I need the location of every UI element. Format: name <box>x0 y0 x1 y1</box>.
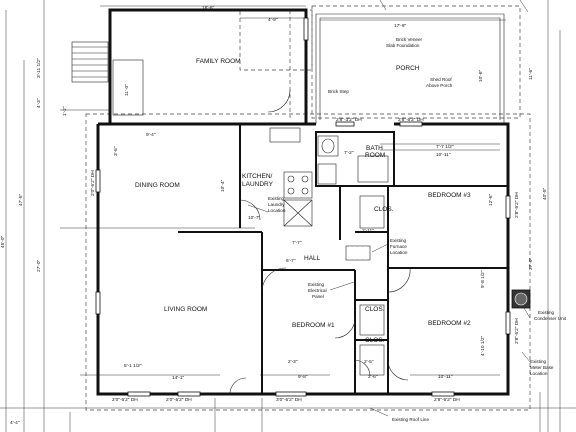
note-existing-meter-3: Location <box>530 371 548 376</box>
dim-1-2: 1'-2" <box>62 106 68 116</box>
room-label-bedroom-3: BEDROOM #3 <box>428 192 471 199</box>
dim-7-7: 7'-7" <box>292 240 302 246</box>
dim-window-living-1: 2'0"-5'2" DH <box>112 397 138 403</box>
kitchen-fixtures <box>269 127 337 227</box>
furnace <box>345 245 371 261</box>
interior-walls <box>178 124 508 394</box>
note-existing-laundry-3: Location <box>268 208 286 213</box>
room-label-family-room: FAMILY ROOM <box>196 58 241 65</box>
note-above-porch: Above Porch <box>426 83 453 88</box>
note-existing-electrical-1: Existing <box>308 282 325 287</box>
dim-9-4: 9'-4" <box>146 132 156 138</box>
dim-4-3: 4'-3" <box>36 98 42 108</box>
dim-window-bedroom-2b: 2'8"-5'2" DH <box>514 318 520 344</box>
dim-2-3: 2'-3" <box>288 359 298 365</box>
note-brick-veneer: Brick Veneer <box>396 37 423 42</box>
room-label-bath-room: ROOM <box>365 152 385 159</box>
note-existing-condenser-2: Condenser Unit <box>534 316 567 321</box>
dim-9-8: 9'-8" <box>298 374 308 380</box>
room-label-bedroom-1: BEDROOM #1 <box>292 322 335 329</box>
dim-window-right: 2'8"-5'2" DH <box>514 192 520 218</box>
dim-3-11-half: 3'-11 1/2" <box>36 58 42 78</box>
dim-5-1-half: 5'-1 1/2" <box>124 363 142 369</box>
dim-47-5: 47'-5" <box>18 193 24 206</box>
dim-4-4: 4'-4" <box>10 420 20 426</box>
note-existing-electrical-2: Electrical <box>308 288 327 293</box>
dim-10-6: 10'-6" <box>478 69 484 82</box>
note-existing-laundry-1: Existing <box>268 196 285 201</box>
dim-11-6: 11'-6" <box>528 68 534 80</box>
note-existing-meter-1: Existing <box>530 359 547 364</box>
dim-window-left: 2'0"-5'2" DH <box>90 170 96 196</box>
note-existing-furnace-1: Existing <box>390 238 407 243</box>
room-label-bedroom-2: BEDROOM #2 <box>428 320 471 327</box>
dim-12-6: 12'-6" <box>488 193 494 206</box>
dim-window-bedroom-1: 3'0"-5'2" DH <box>276 397 302 403</box>
note-existing-roof-line: Existing Roof Line <box>392 417 429 422</box>
note-slab-foundation: Slab Foundation <box>386 43 420 48</box>
room-label-laundry: LAUNDRY <box>242 181 274 188</box>
room-label-bath: BATH <box>366 145 383 152</box>
note-existing-laundry-2: Laundry <box>268 202 285 207</box>
note-existing-furnace-3: Location <box>390 250 408 255</box>
leader-lines <box>247 204 531 417</box>
room-label-porch: PORCH <box>396 65 420 72</box>
dim-window-porch: 2'8"-5'2" DH <box>398 117 424 123</box>
windows <box>95 17 511 397</box>
note-existing-meter-2: Meter Base <box>530 365 554 370</box>
note-existing-furnace-2: Furnace <box>390 244 407 249</box>
room-label-living-room: LIVING ROOM <box>164 306 207 313</box>
door-swings <box>229 89 411 395</box>
room-label-kitchen: KITCHEN/ <box>242 173 273 180</box>
dim-2-11: 2'-11" <box>362 228 374 234</box>
dim-27-0-left: 27'-0" <box>36 259 42 272</box>
room-label-dining-room: DINING ROOM <box>135 182 180 189</box>
dim-14-1: 14'-1" <box>172 375 185 381</box>
dim-11-0: 11'-0" <box>124 84 130 96</box>
roof-lines <box>85 5 531 411</box>
exterior-stairs <box>71 41 144 116</box>
room-label-closet-1: CLOS. <box>374 206 394 213</box>
room-label-closet-3: CLOS. <box>365 337 385 344</box>
dim-6-7: 6'-7" <box>286 258 296 264</box>
dim-3-6: 3'-6" <box>113 146 119 156</box>
dim-9-8-half: 9'-8 1/2" <box>480 270 486 288</box>
room-label-hall: HALL <box>304 255 321 262</box>
dim-40-5: 40'-5" <box>542 187 548 200</box>
room-label-closet-2: CLOS. <box>365 306 385 313</box>
dim-window-living-2: 2'0"-5'2" DH <box>166 397 192 403</box>
dim-17-9: 17'-9" <box>394 23 407 29</box>
dim-4-9: 4'-9" <box>268 17 278 23</box>
dim-18-6: 18'-6" <box>202 5 215 11</box>
dim-4-10-half: 4'-10 1/2" <box>480 335 486 356</box>
dim-2-6: 2'-6" <box>368 374 378 380</box>
dim-2-5: 2'-5" <box>364 359 374 365</box>
dim-10-11-bottom: 10'-11" <box>438 374 453 380</box>
dim-10-4: 10'-4" <box>220 179 226 192</box>
note-existing-condenser-1: Existing <box>538 310 555 315</box>
dim-window-family: 2'8"-3'2" DH <box>336 117 362 123</box>
note-brick-step: Brick Step <box>328 89 349 94</box>
dim-10-7: 10'-7" <box>248 215 261 221</box>
dim-7-7-half: 7'-7 1/2" <box>436 144 454 150</box>
note-shed-roof: Shed Roof <box>430 77 452 82</box>
dim-10-11-top: 10'-11" <box>436 152 451 158</box>
dim-7-2: 7'-2" <box>344 150 354 156</box>
bath-fixtures <box>317 135 389 183</box>
dim-27-0-right: 27'-0" <box>528 257 534 270</box>
note-existing-electrical-3: Panel <box>312 294 324 299</box>
dim-window-bedroom-2a: 2'8"-5'2" DH <box>434 397 460 403</box>
condenser-unit <box>511 289 531 309</box>
dim-45-0: 45'-0" <box>0 235 6 248</box>
exterior-walls <box>96 8 510 396</box>
